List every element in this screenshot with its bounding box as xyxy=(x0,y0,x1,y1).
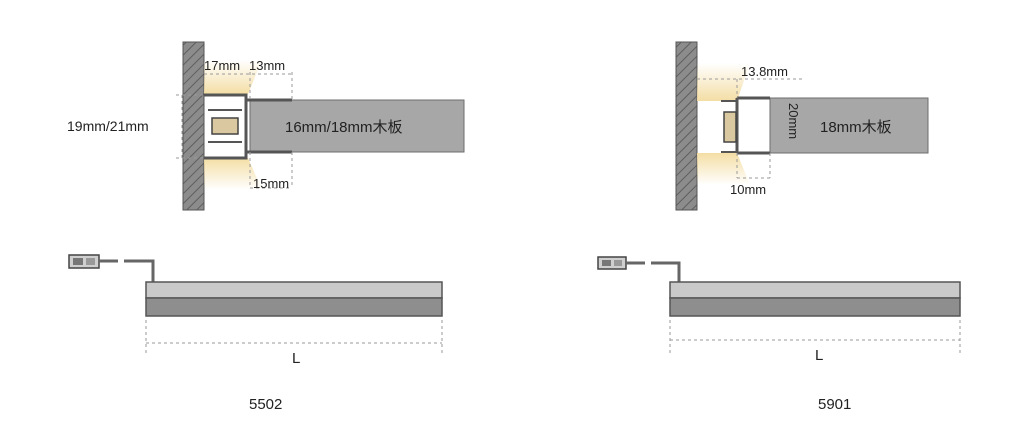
label-board-5901: 18mm木板 xyxy=(820,118,892,136)
light-glow-bottom-5502 xyxy=(204,158,262,190)
label-depth-bottom-5901: 10mm xyxy=(730,182,766,197)
board-5502 xyxy=(249,99,465,153)
light-glow-top-5502 xyxy=(204,60,262,94)
section-5502: 17mm 13mm 19mm/21mm 16mm/18mm木板 15mm xyxy=(67,41,465,211)
light-glow-bottom-5901 xyxy=(697,153,750,185)
section-5901: 13.8mm 20mm 18mm木板 10mm xyxy=(675,41,929,211)
model-number-5901: 5901 xyxy=(818,396,851,413)
connector-icon xyxy=(68,254,155,282)
label-height-5901: 20mm xyxy=(786,103,801,139)
label-depth-top-5502: 13mm xyxy=(249,58,285,73)
label-board-5502: 16mm/18mm木板 xyxy=(285,118,403,136)
board-5901 xyxy=(769,97,929,154)
sideview-5901: L 5901 xyxy=(597,256,961,413)
label-height-5502: 19mm/21mm xyxy=(67,118,149,134)
wall-5502 xyxy=(182,41,205,211)
aluminium-profile-5502 xyxy=(204,93,292,160)
label-gap-top-5502: 17mm xyxy=(204,58,240,73)
aluminium-profile-5901 xyxy=(721,96,770,155)
wall-5901 xyxy=(675,41,698,211)
label-length-5502: L xyxy=(292,350,300,367)
bar-bottom-5901 xyxy=(669,297,961,317)
label-depth-bottom-5502: 15mm xyxy=(253,176,289,191)
sideview-5502: L 5502 xyxy=(68,254,443,413)
label-depth-top-5901: 13.8mm xyxy=(741,64,788,79)
bar-top-5901 xyxy=(669,281,961,299)
model-number-5502: 5502 xyxy=(249,396,282,413)
bar-top-5502 xyxy=(145,281,443,299)
label-length-5901: L xyxy=(815,347,823,364)
connector-icon xyxy=(597,256,681,282)
bar-bottom-5502 xyxy=(145,297,443,317)
